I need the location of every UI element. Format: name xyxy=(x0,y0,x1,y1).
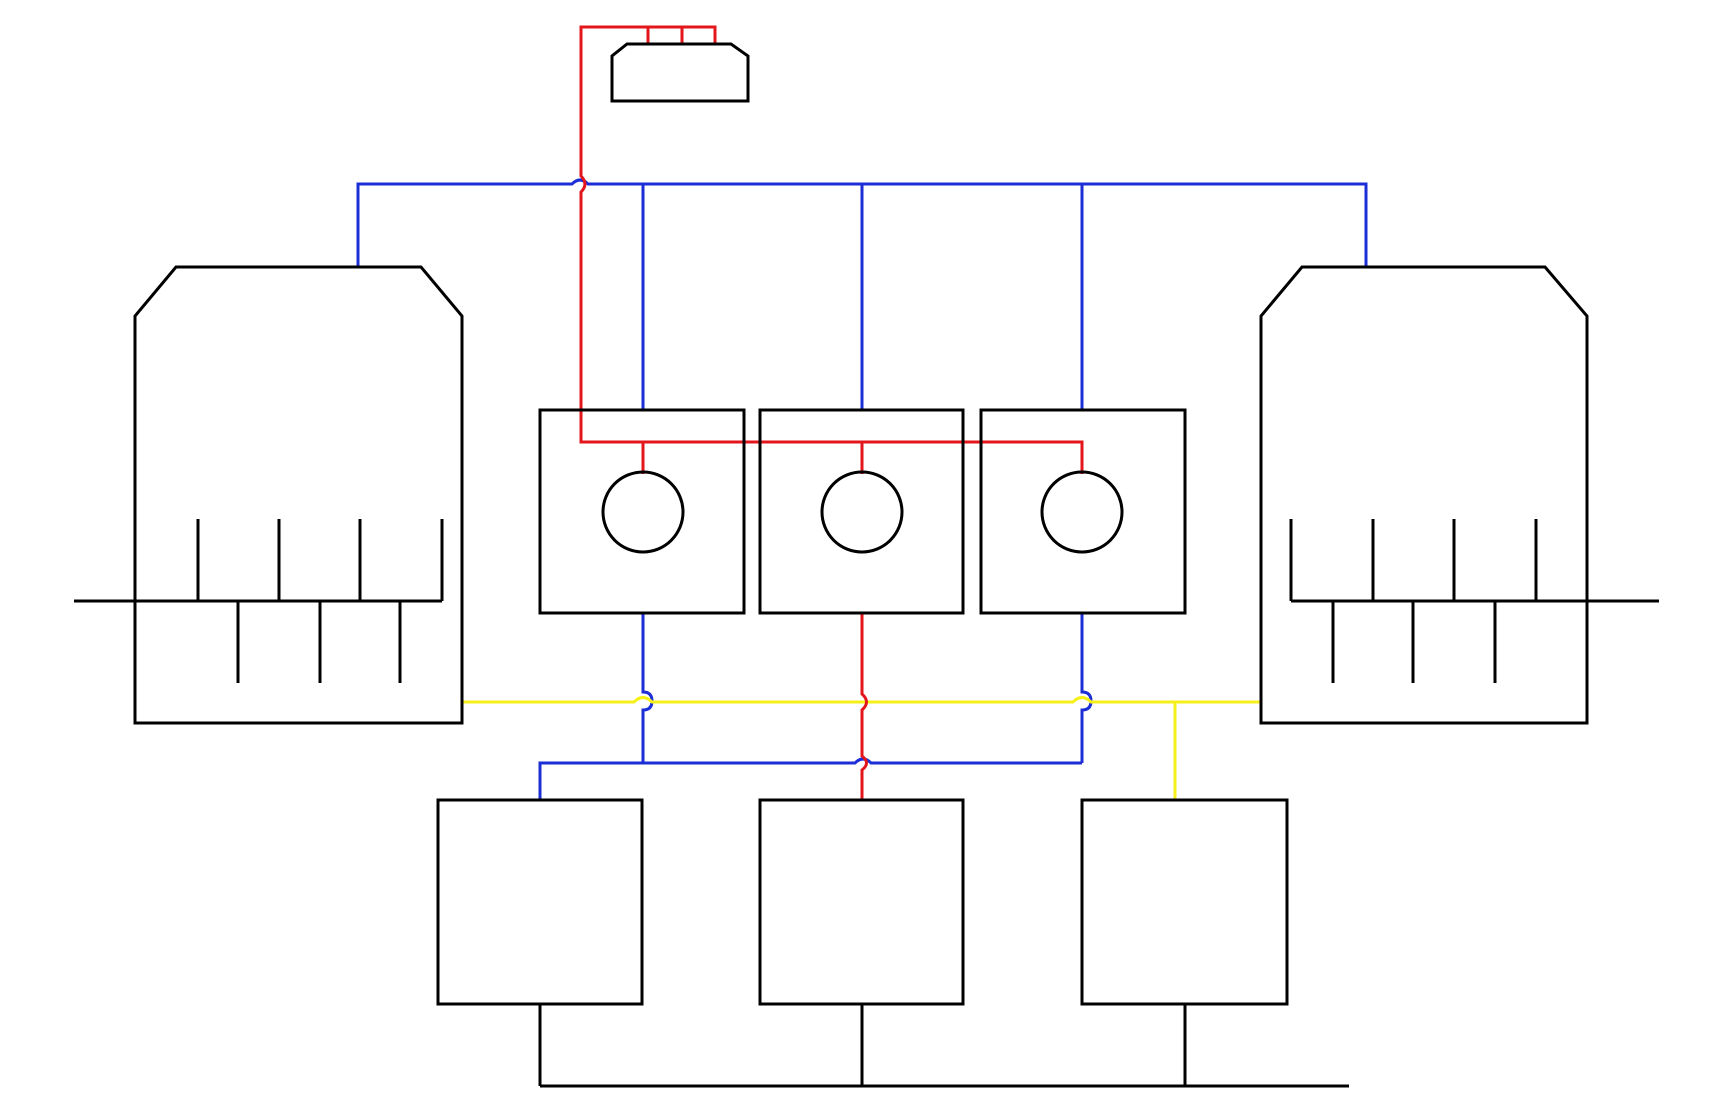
middle-units xyxy=(538,408,1187,615)
red-middle-riser xyxy=(860,612,868,800)
red-connector-feed xyxy=(579,25,1084,474)
red-wiring xyxy=(579,25,1084,800)
blue-top-bus xyxy=(356,178,1368,267)
middle-unit-3 xyxy=(979,408,1187,615)
bottom-boxes xyxy=(436,798,1349,1088)
middle-unit-2 xyxy=(758,408,965,615)
round-port-icon xyxy=(601,470,685,554)
right-unit-body xyxy=(1259,265,1589,725)
round-port-icon xyxy=(1040,470,1124,554)
middle-unit-1 xyxy=(538,408,746,615)
blue-bottom-bus xyxy=(538,757,1082,800)
yellow-bus xyxy=(462,696,1261,704)
top-connector-icon xyxy=(610,42,750,103)
left-unit-icon xyxy=(74,265,464,725)
round-port-icon xyxy=(820,470,904,554)
yellow-wiring xyxy=(462,696,1261,800)
left-unit-body xyxy=(133,265,464,725)
right-unit-icon xyxy=(1259,265,1659,725)
